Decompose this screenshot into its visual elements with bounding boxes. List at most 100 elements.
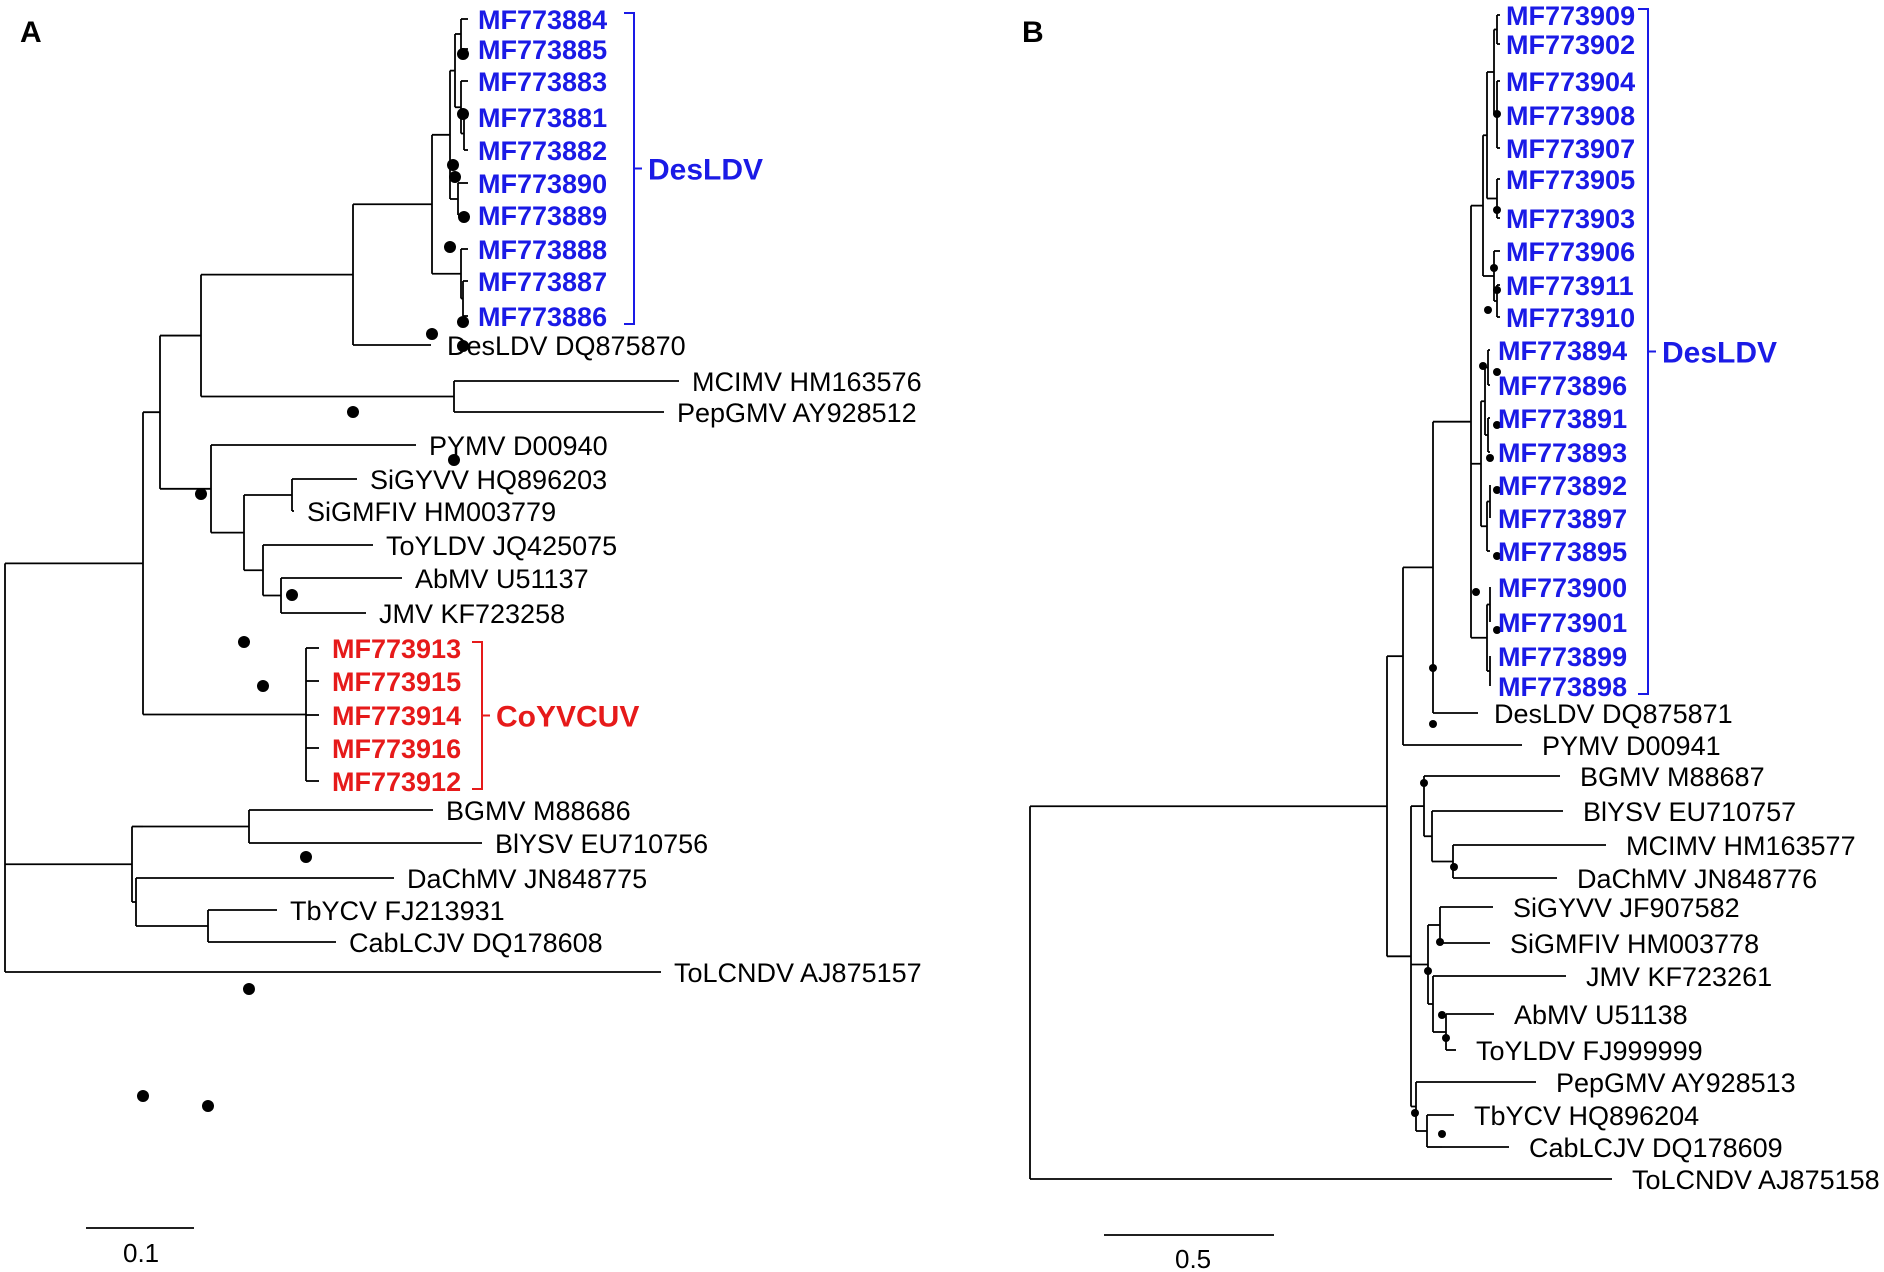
- a-clade-label: DesLDV: [648, 154, 763, 187]
- b-bootstrap-node-marker: [1493, 421, 1501, 429]
- panel-label-a: A: [20, 16, 42, 49]
- a-leaf-label: MF773912: [332, 767, 461, 797]
- b-leaf-label: MF773897: [1498, 504, 1627, 534]
- a-bootstrap-node-marker: [457, 48, 469, 60]
- a-leaf-label: BGMV M88686: [446, 796, 631, 826]
- b-leaf-label: AbMV U51138: [1514, 1000, 1688, 1030]
- a-leaf-label: PYMV D00940: [429, 431, 608, 461]
- b-leaf-label: ToLCNDV AJ875158: [1632, 1165, 1880, 1195]
- scale-bar-a-label: 0.1: [123, 1238, 159, 1268]
- tree-b-node-markers: [1411, 110, 1501, 1138]
- a-bootstrap-node-marker: [195, 488, 207, 500]
- tree-a-node-markers: [137, 48, 470, 1112]
- b-leaf-label: ToYLDV FJ999999: [1476, 1036, 1703, 1066]
- tree-a-branches: [4, 18, 679, 973]
- b-bootstrap-node-marker: [1493, 626, 1501, 634]
- a-bootstrap-node-marker: [457, 316, 469, 328]
- a-leaf-label: BlYSV EU710756: [495, 829, 708, 859]
- a-bootstrap-node-marker: [286, 589, 298, 601]
- tree-a-clade-brackets: DesLDV CoYVCUV: [472, 12, 763, 790]
- a-leaf-label: JMV KF723258: [379, 599, 565, 629]
- b-leaf-label: MF773907: [1506, 134, 1635, 164]
- a-leaf-label: MF773883: [478, 67, 607, 97]
- a-leaf-label: CabLCJV DQ178608: [349, 928, 603, 958]
- b-bootstrap-node-marker: [1429, 720, 1437, 728]
- a-leaf-label: TbYCV FJ213931: [290, 896, 505, 926]
- b-leaf-label: MF773909: [1506, 1, 1635, 31]
- a-leaf-label: MF773886: [478, 302, 607, 332]
- b-leaf-label: JMV KF723261: [1586, 962, 1772, 992]
- b-bootstrap-node-marker: [1490, 264, 1498, 272]
- a-bootstrap-node-marker: [257, 680, 269, 692]
- b-leaf-label: CabLCJV DQ178609: [1529, 1133, 1783, 1163]
- b-bootstrap-node-marker: [1493, 368, 1501, 376]
- a-leaf-label: MF773890: [478, 169, 607, 199]
- a-leaf-label: PepGMV AY928512: [677, 398, 917, 428]
- a-leaf-label: MF773887: [478, 267, 607, 297]
- b-bootstrap-node-marker: [1450, 863, 1458, 871]
- b-bootstrap-node-marker: [1438, 1011, 1446, 1019]
- b-leaf-label: MF773893: [1498, 438, 1627, 468]
- a-leaf-label: ToYLDV JQ425075: [386, 531, 617, 561]
- b-leaf-label: SiGMFIV HM003778: [1510, 929, 1759, 959]
- a-leaf-label: MF773915: [332, 667, 461, 697]
- b-leaf-label: MCIMV HM163577: [1626, 831, 1856, 861]
- b-bootstrap-node-marker: [1436, 938, 1444, 946]
- b-leaf-label: MF773892: [1498, 471, 1627, 501]
- a-leaf-label: MCIMV HM163576: [692, 367, 922, 397]
- tree-panel-a: A MF773884MF773885MF773883MF773881MF7738…: [4, 5, 922, 1268]
- a-bootstrap-node-marker: [458, 211, 470, 223]
- a-leaf-label: MF773884: [478, 5, 607, 35]
- b-leaf-label: DesLDV DQ875871: [1494, 699, 1733, 729]
- a-bootstrap-node-marker: [243, 983, 255, 995]
- a-clade-bracket: [472, 641, 483, 790]
- a-bootstrap-node-marker: [137, 1090, 149, 1102]
- b-bootstrap-node-marker: [1493, 486, 1501, 494]
- a-leaf-label: MF773882: [478, 136, 607, 166]
- a-leaf-label: DesLDV DQ875870: [447, 331, 686, 361]
- a-leaf-label: ToLCNDV AJ875157: [674, 958, 922, 988]
- a-bootstrap-node-marker: [300, 851, 312, 863]
- b-bootstrap-node-marker: [1493, 286, 1501, 294]
- b-leaf-label: DaChMV JN848776: [1577, 864, 1817, 894]
- tree-b-clade-brackets: DesLDV: [1638, 8, 1777, 695]
- b-leaf-label: MF773910: [1506, 303, 1635, 333]
- b-clade-label: DesLDV: [1662, 337, 1777, 370]
- a-bootstrap-node-marker: [447, 159, 459, 171]
- tree-b-leaf-labels: MF773909MF773902MF773904MF773908MF773907…: [1474, 1, 1880, 1195]
- b-bootstrap-node-marker: [1472, 588, 1480, 596]
- b-leaf-label: MF773891: [1498, 404, 1627, 434]
- b-bootstrap-node-marker: [1493, 206, 1501, 214]
- b-leaf-label: MF773901: [1498, 608, 1627, 638]
- b-bootstrap-node-marker: [1493, 110, 1501, 118]
- b-leaf-label: PYMV D00941: [1542, 731, 1721, 761]
- a-leaf-label: DaChMV JN848775: [407, 864, 647, 894]
- scale-bar-a: 0.1: [86, 1227, 194, 1268]
- a-leaf-label: MF773916: [332, 734, 461, 764]
- a-bootstrap-node-marker: [448, 454, 460, 466]
- b-leaf-label: MF773908: [1506, 101, 1635, 131]
- b-bootstrap-node-marker: [1484, 306, 1492, 314]
- tree-panel-b: B MF773909MF773902MF773904MF773908MF7739…: [1022, 1, 1880, 1272]
- a-leaf-label: MF773885: [478, 35, 607, 65]
- b-bootstrap-node-marker: [1438, 1130, 1446, 1138]
- a-leaf-label: MF773881: [478, 103, 607, 133]
- a-clade-label: CoYVCUV: [496, 701, 639, 734]
- b-leaf-label: SiGYVV JF907582: [1513, 893, 1740, 923]
- b-leaf-label: MF773902: [1506, 30, 1635, 60]
- a-clade-bracket: [624, 12, 635, 325]
- a-bootstrap-node-marker: [238, 636, 250, 648]
- b-leaf-label: TbYCV HQ896204: [1474, 1101, 1699, 1131]
- b-bootstrap-node-marker: [1429, 664, 1437, 672]
- tree-a-leaf-labels: MF773884MF773885MF773883MF773881MF773882…: [290, 5, 922, 988]
- b-leaf-label: MF773906: [1506, 237, 1635, 267]
- b-bootstrap-node-marker: [1411, 1109, 1419, 1117]
- b-bootstrap-node-marker: [1493, 552, 1501, 560]
- b-leaf-label: MF773904: [1506, 67, 1635, 97]
- a-bootstrap-node-marker: [202, 1100, 214, 1112]
- b-leaf-label: BlYSV EU710757: [1583, 797, 1796, 827]
- b-leaf-label: MF773905: [1506, 165, 1635, 195]
- a-leaf-label: SiGMFIV HM003779: [307, 497, 556, 527]
- a-bootstrap-node-marker: [444, 241, 456, 253]
